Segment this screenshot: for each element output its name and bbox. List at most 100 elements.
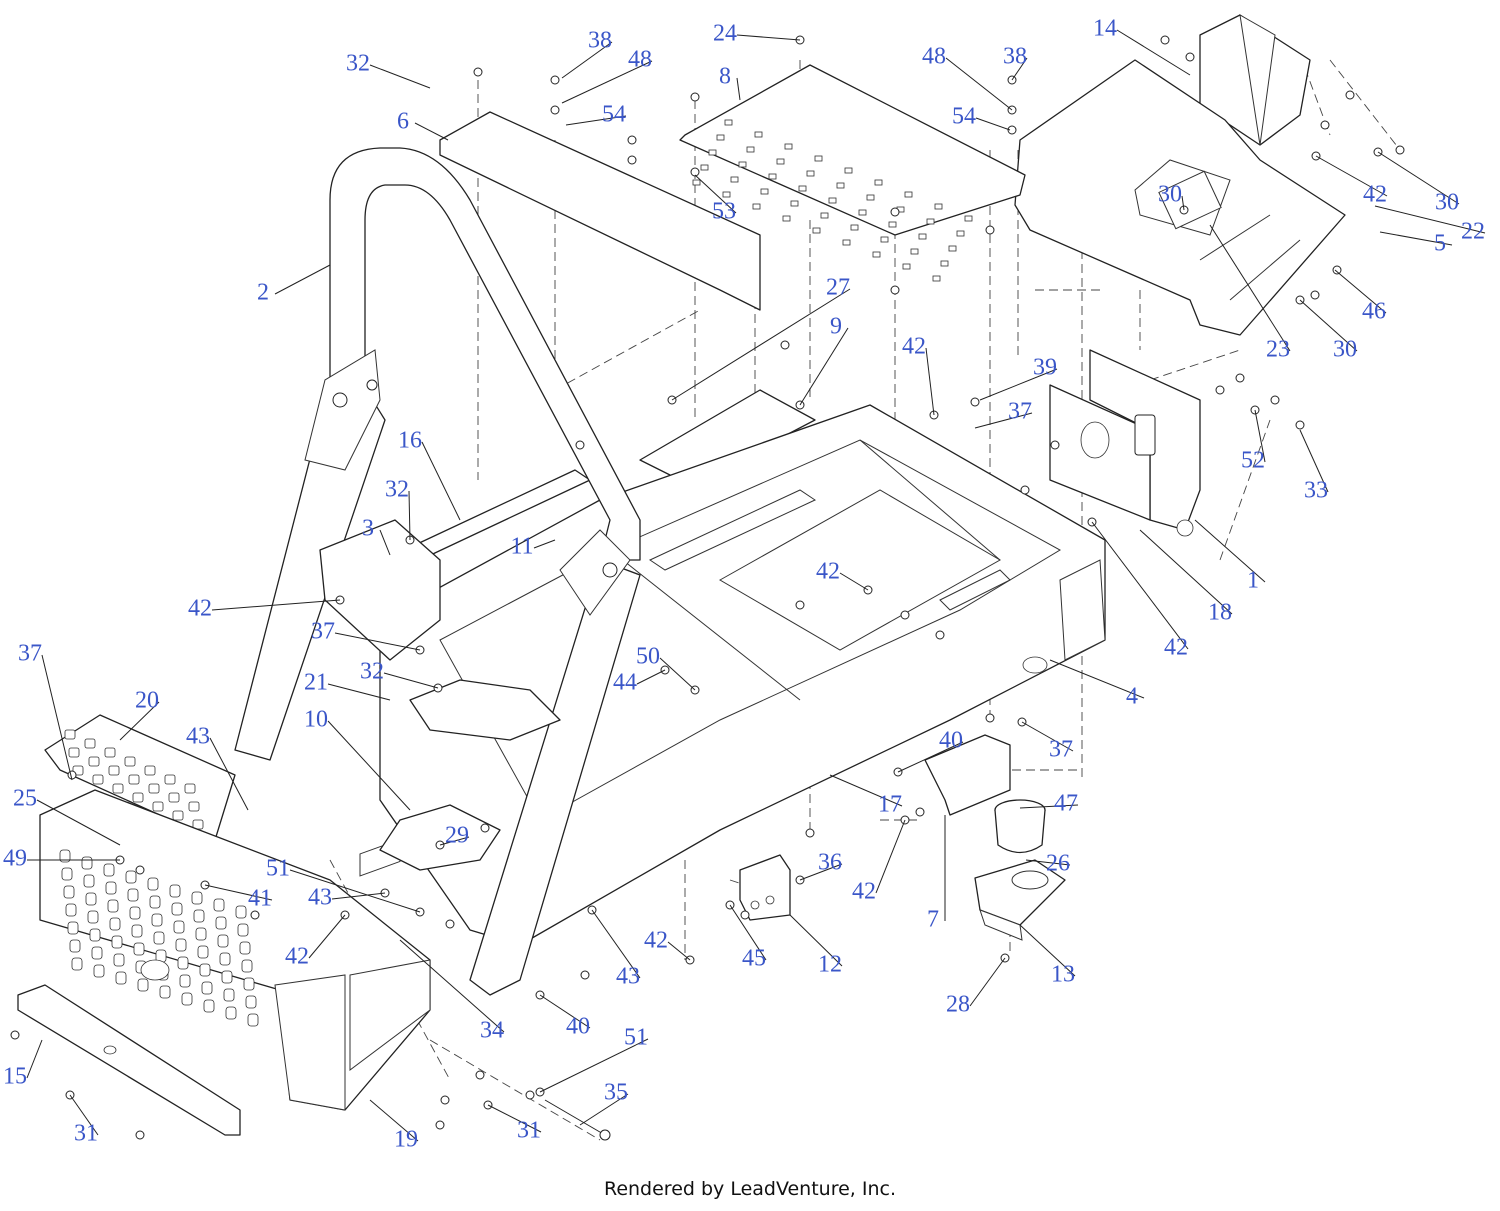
callout-label: 14: [1093, 16, 1117, 42]
callout-label: 33: [1304, 478, 1328, 504]
deck-hole: [956, 230, 965, 237]
callout-leader: [414, 122, 449, 141]
grille-hole: [149, 895, 161, 909]
fastener: [135, 865, 145, 875]
callout-leader: [334, 632, 421, 651]
callout-leader: [539, 1038, 649, 1093]
callout-leader: [659, 657, 696, 691]
callout-label: 12: [818, 952, 842, 978]
deck-hole: [776, 158, 785, 165]
fastener: [473, 67, 483, 77]
fastener: [1332, 265, 1342, 275]
callout-label: 30: [1435, 190, 1459, 216]
fastener: [575, 440, 585, 450]
fastener: [740, 910, 750, 920]
callout-leader: [331, 892, 386, 900]
callout-label: 25: [13, 786, 37, 812]
grille-hole: [115, 971, 127, 985]
callout-label: 50: [636, 644, 660, 670]
grille-hole: [103, 863, 115, 877]
fastener: [1235, 373, 1245, 383]
callout-leader: [829, 774, 903, 807]
fastener: [67, 770, 77, 780]
deck-hole: [812, 227, 821, 234]
deck-hole: [858, 209, 867, 216]
callout-leader: [327, 720, 411, 811]
callout-leader: [1049, 659, 1145, 699]
callout-leader: [308, 914, 346, 959]
grille-hole: [245, 995, 257, 1009]
callout-label: 35: [604, 1080, 628, 1106]
callout-label: 47: [1054, 791, 1078, 817]
fastener: [475, 1070, 485, 1080]
grille-hole: [85, 892, 97, 906]
grille-hole: [93, 964, 105, 978]
grille-hole: [113, 953, 125, 967]
callout-label: 3: [362, 516, 374, 542]
fastener: [1215, 385, 1225, 395]
callout-label: 37: [1049, 737, 1073, 763]
callout-leader: [327, 683, 391, 701]
callout-leader: [789, 914, 843, 967]
grille-hole: [87, 910, 99, 924]
callout-label: 9: [830, 314, 842, 340]
fastener: [985, 225, 995, 235]
grille-hole: [111, 935, 123, 949]
callout-label: 13: [1051, 962, 1075, 988]
callout-leader: [369, 64, 431, 89]
grille-hole: [109, 917, 121, 931]
callout-label: 45: [742, 946, 766, 972]
deck-hole: [782, 215, 791, 222]
deck-hole: [842, 239, 851, 246]
grille-hole: [65, 903, 77, 917]
callout-label: 18: [1208, 600, 1232, 626]
grille-hole: [217, 934, 229, 948]
callout-leader: [408, 490, 411, 541]
callout-leader: [736, 34, 801, 41]
callout-label: 51: [266, 856, 290, 882]
callout-label: 54: [602, 102, 626, 128]
grille-hole: [89, 928, 101, 942]
callout-leader: [974, 412, 1033, 429]
plate-hole: [112, 783, 124, 794]
grille-hole: [63, 885, 75, 899]
plate-hole: [64, 729, 76, 740]
grille-hole: [201, 981, 213, 995]
callout-label: 29: [445, 823, 469, 849]
callout-leader: [671, 288, 851, 401]
callout-leaders: [26, 29, 1486, 1142]
fastener: [135, 1130, 145, 1140]
callout-label: 30: [1333, 337, 1357, 363]
fastener: [935, 630, 945, 640]
callout-leader: [1315, 155, 1388, 197]
callout-label: 42: [852, 879, 876, 905]
callout-leader: [539, 994, 591, 1029]
deck-hole: [932, 275, 941, 282]
grille-hole: [171, 902, 183, 916]
callout-label: 38: [1003, 44, 1027, 70]
callout-leader: [979, 368, 1058, 401]
callout-label: 39: [1033, 355, 1057, 381]
grille-hole: [69, 939, 81, 953]
callout-leader: [925, 347, 935, 416]
part-8-deck-plate: [679, 64, 1026, 282]
callout-label: 43: [616, 964, 640, 990]
plate-hole: [148, 783, 160, 794]
deck-hole: [836, 182, 845, 189]
deck-hole: [874, 179, 883, 186]
callout-leader: [969, 957, 1006, 1007]
callout-label: 54: [952, 104, 976, 130]
fastener: [970, 397, 980, 407]
grille-hole: [151, 913, 163, 927]
callout-label: 27: [826, 275, 850, 301]
callout-leader: [379, 529, 391, 556]
callout-label: 7: [927, 907, 939, 933]
callout-leader: [579, 1093, 629, 1126]
callout-leader: [369, 1099, 419, 1142]
callout-label: 20: [135, 688, 159, 714]
callout-leader: [565, 115, 627, 126]
callout-label: 32: [346, 51, 370, 77]
callout-leader: [1299, 299, 1358, 352]
callout-leader: [399, 939, 505, 1033]
